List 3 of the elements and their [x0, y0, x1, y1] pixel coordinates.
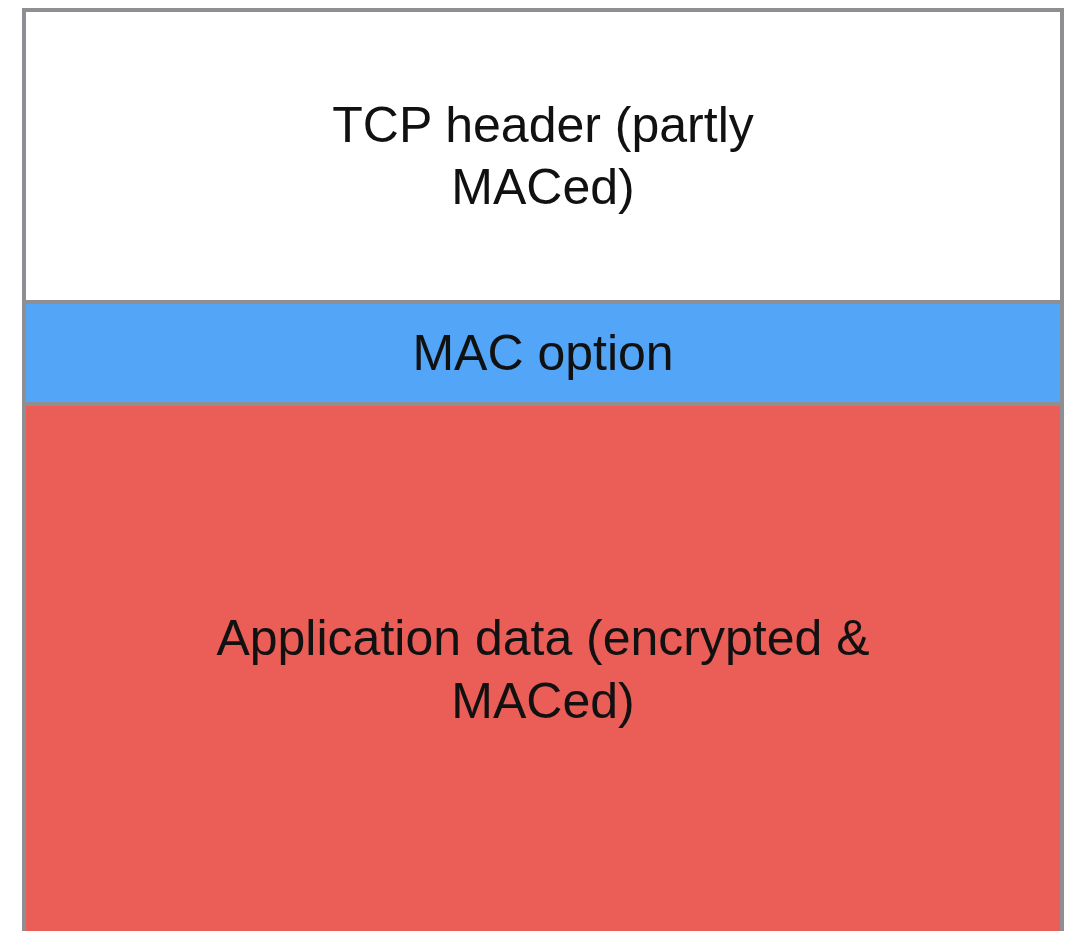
field-label: TCP header (partly MACed) [331, 95, 755, 217]
field-label: MAC option [412, 323, 674, 383]
field-label: Application data (encrypted & MACed) [215, 609, 871, 731]
